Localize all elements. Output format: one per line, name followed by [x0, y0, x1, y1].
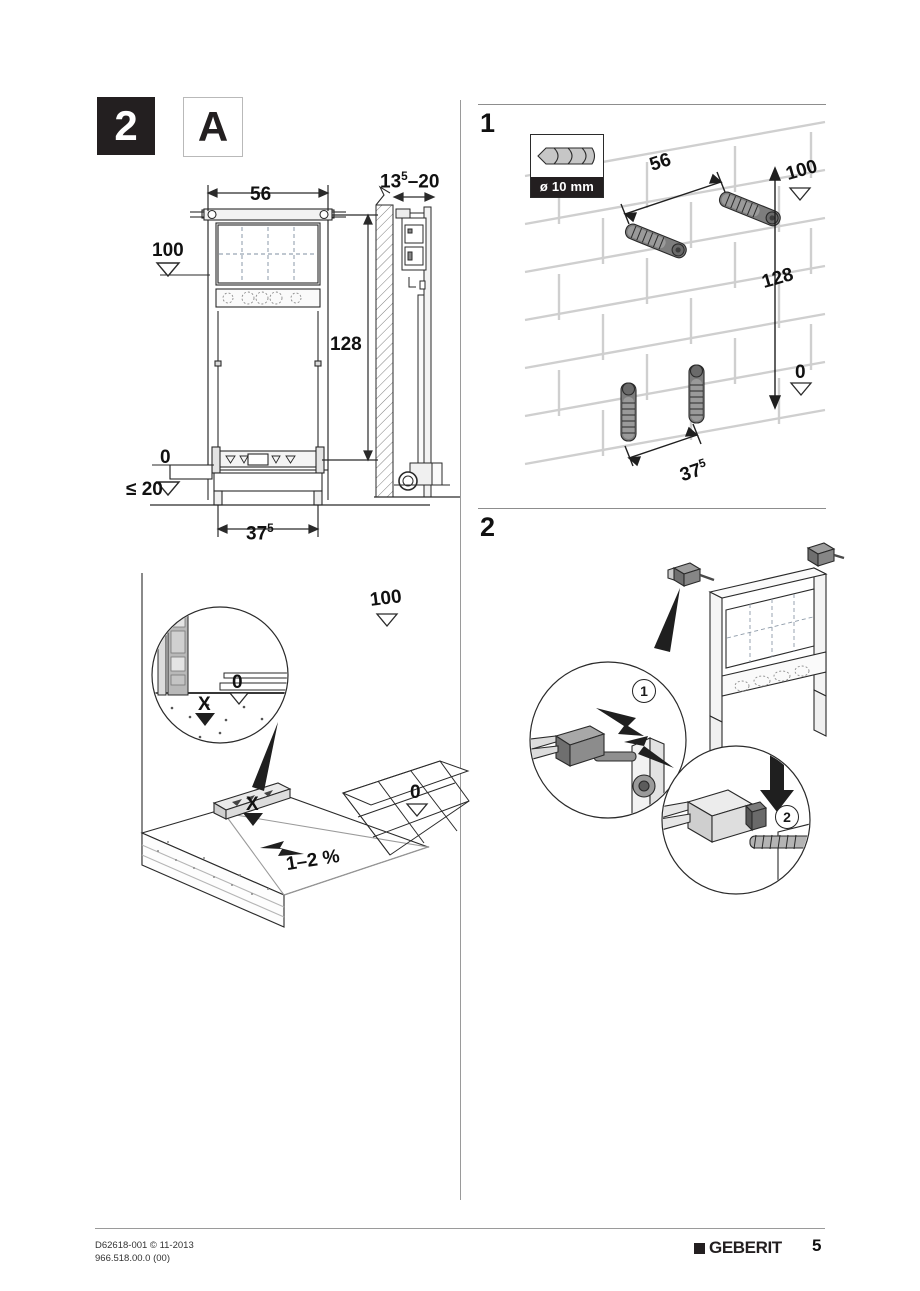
- floor-level-100-triangle-icon: [375, 612, 399, 632]
- chapter-badge: 2: [97, 97, 155, 155]
- geberit-logo: GEBERIT: [694, 1238, 782, 1258]
- detail-mark-x-label: X: [198, 694, 211, 715]
- detail-mark-x-triangle-icon: [194, 712, 216, 732]
- floor-level-0-far-label: 0: [410, 782, 421, 803]
- elevation-max-dim-label: ≤ 20: [126, 479, 163, 500]
- level-triangle-100-icon: [155, 261, 181, 278]
- step2-callout-1: 1: [632, 679, 656, 703]
- side-section-drawing: [372, 185, 462, 515]
- footer-ref-code: 966.518.00.0 (00): [95, 1252, 171, 1264]
- elevation-foot-dim-label: 375: [246, 522, 274, 545]
- step1-level-0-label: 0: [795, 362, 806, 383]
- step1-number: 1: [480, 108, 496, 138]
- floor-level-100-label: 100: [368, 586, 403, 611]
- column-divider: [460, 100, 461, 1200]
- floor-mark-x-triangle-icon: [242, 812, 264, 832]
- brick-wall-drawing: [524, 120, 826, 488]
- elevation-width-label: 56: [250, 184, 272, 205]
- drill-bit-icon-box: ø 10 mm: [530, 134, 604, 198]
- floor-screed-drawing: [128, 565, 470, 935]
- footer-codes: D62618-001 © 11-2013 966.518.00.0 (00): [95, 1240, 194, 1266]
- slope-arrow-icon: [258, 838, 316, 865]
- variant-badge: A: [183, 97, 243, 157]
- step2-drawing: [478, 540, 845, 895]
- drill-bit-icon: [531, 135, 603, 177]
- level-triangle-0-icon: [155, 480, 181, 497]
- detail-level-0-label: 0: [232, 672, 243, 693]
- elevation-drawing: [130, 165, 460, 565]
- floor-level-0-far-triangle-icon: [405, 802, 429, 822]
- logo-wordmark: GEBERIT: [709, 1238, 782, 1257]
- step1-rule: [478, 104, 826, 105]
- footer-doc-code: D62618-001 © 11-2013: [95, 1240, 194, 1251]
- step2-callout-2: 2: [775, 805, 799, 829]
- detail-level-0-triangle-icon: [228, 691, 250, 710]
- drill-diameter-label: ø 10 mm: [531, 177, 603, 197]
- step2-rule: [478, 508, 826, 509]
- step1-level-0-triangle-icon: [789, 381, 813, 401]
- elevation-level-0-label: 0: [160, 447, 171, 468]
- step2-number: 2: [480, 512, 496, 542]
- footer-rule: [95, 1228, 825, 1229]
- elevation-depth-label: 135–20: [380, 170, 440, 193]
- elevation-height-label: 128: [330, 334, 362, 355]
- page-number: 5: [812, 1236, 822, 1255]
- step1-level-100-triangle-icon: [788, 186, 812, 206]
- elevation-level-100-label: 100: [152, 240, 184, 261]
- logo-square-icon: [694, 1242, 705, 1254]
- floor-mark-x-label: X: [246, 794, 259, 815]
